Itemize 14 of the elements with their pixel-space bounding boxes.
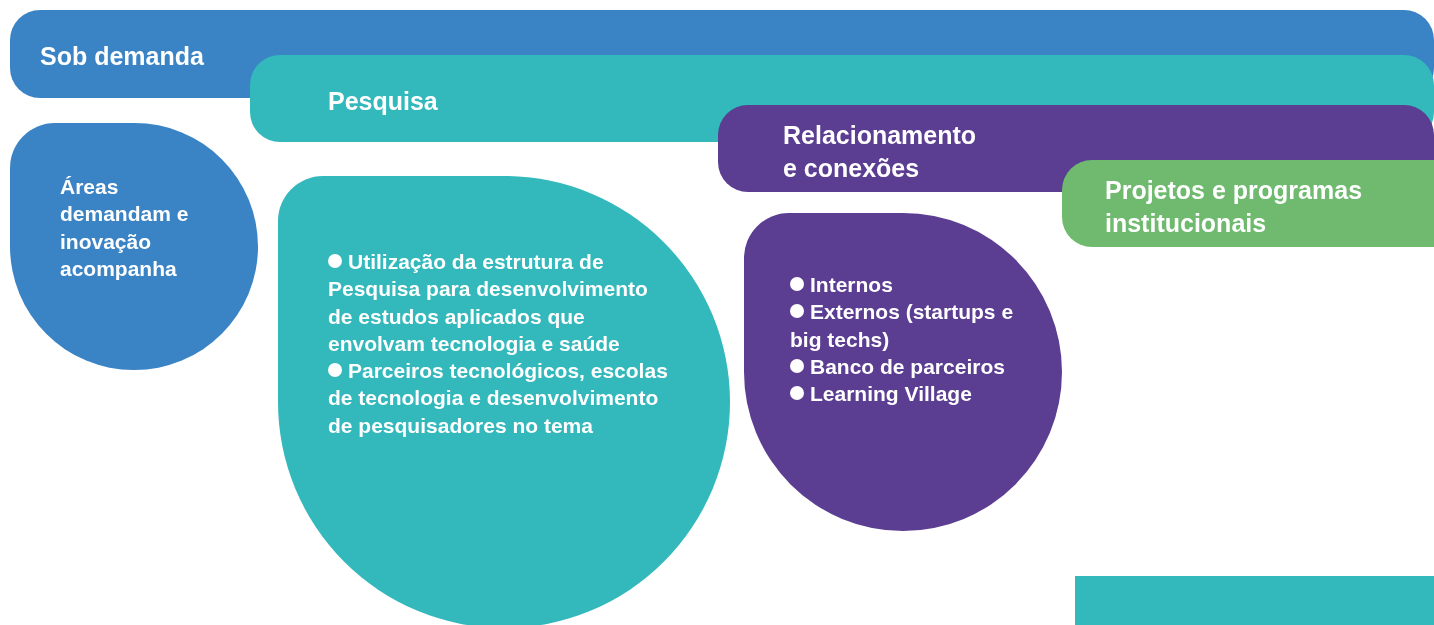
panel-text: Áreas demandam e inovação acompanha [60, 174, 190, 282]
band-segment [1075, 576, 1434, 625]
band-title: Pesquisa [328, 86, 439, 117]
bullet-item: Learning Village [790, 380, 1035, 408]
bullet-item: Parceiros tecnológicos, escolas de tecnologia e desenvolvimento de pesquisadores no tema [328, 358, 669, 439]
rounded-panel [278, 176, 730, 625]
band-title: Sob demanda [40, 41, 205, 72]
bullet-item: Internos [790, 271, 1035, 299]
band-title: Relacionamento e conexões [783, 120, 978, 184]
bullet-item: Banco de parceiros [790, 352, 1035, 381]
category-band [1062, 160, 1434, 247]
bullet-item: Externos (startups e big techs) [790, 299, 1015, 353]
band-title: Projetos e programas institucionais [1105, 175, 1364, 239]
bullet-item: Utilização da estrutura de Pesquisa para desenvolvimento de estudos aplicados que envolvam tecnologia e saúde [328, 249, 649, 357]
